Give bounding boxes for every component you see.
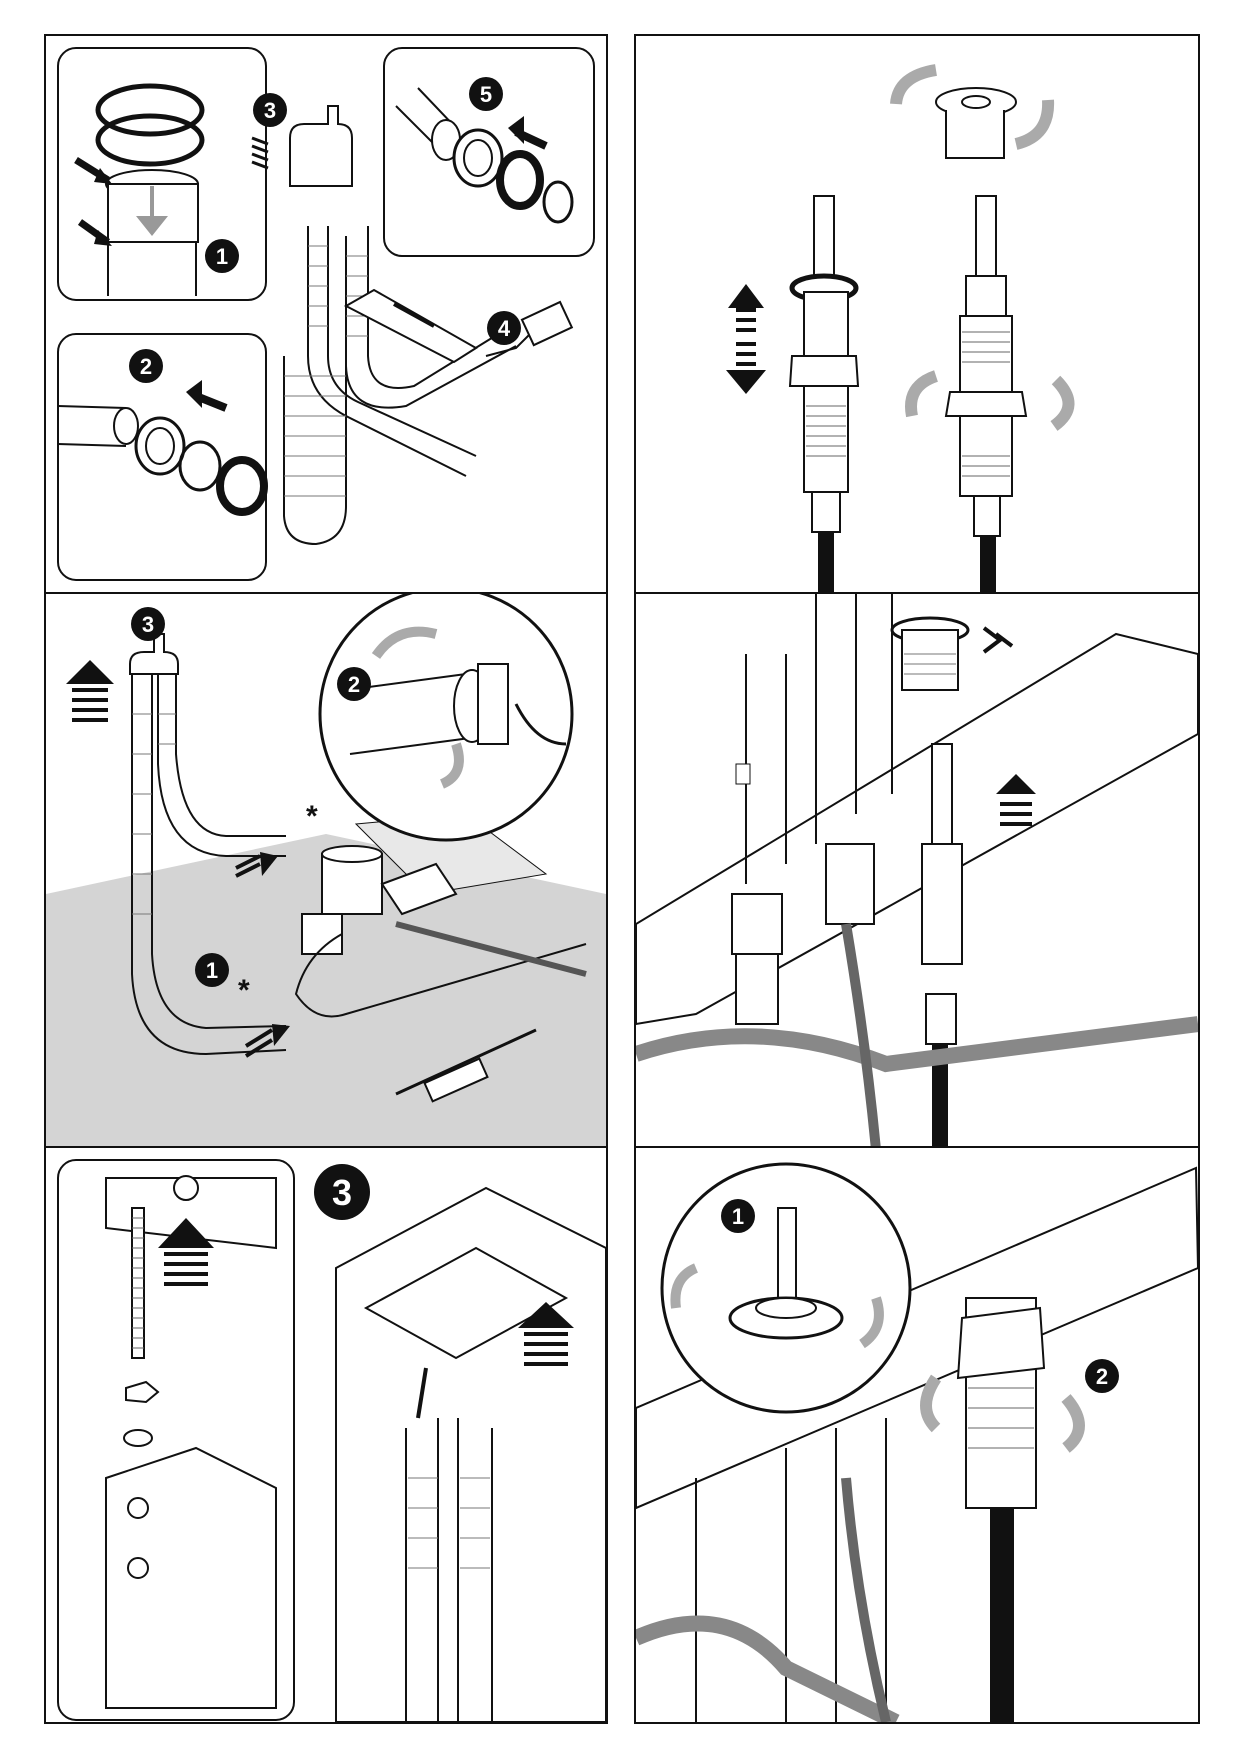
- svg-text:3: 3: [264, 98, 276, 123]
- svg-text:4: 4: [498, 316, 511, 341]
- rotate-arrow-icon: [920, 1374, 942, 1433]
- svg-text:1: 1: [732, 1204, 744, 1229]
- arrow-icon: [66, 660, 114, 684]
- step-badge-3: 3: [253, 93, 287, 127]
- final-tightening-illustration: 1 2: [636, 1162, 1198, 1722]
- threaded-rod-mount-illustration: 3: [57, 1159, 606, 1722]
- drain-connection-illustration: 1 2 3 * *: [46, 594, 606, 1150]
- svg-text:1: 1: [216, 244, 228, 269]
- step-badge-1: 1: [195, 953, 229, 987]
- rotate-arrow-icon: [1061, 1394, 1085, 1453]
- detail-circle: [318, 594, 574, 842]
- rotate-arrow-icon: [670, 1263, 699, 1309]
- rotate-arrow-icon: [1050, 375, 1075, 431]
- asterisk-icon: *: [238, 974, 250, 1007]
- step-badge-4: 4: [487, 311, 521, 345]
- arrow-icon: [728, 284, 764, 308]
- svg-text:1: 1: [206, 958, 218, 983]
- step-badge-1: 1: [205, 239, 239, 273]
- panel-hose-assembly: 1 2 3 4 5: [44, 34, 608, 598]
- rod-assembly-illustration: [726, 64, 1075, 596]
- step-badge-2: 2: [129, 349, 163, 383]
- rotate-arrow-icon: [890, 64, 938, 105]
- step-badge-1: 1: [721, 1199, 755, 1233]
- panel-rod-insertion: [634, 592, 1200, 1152]
- svg-text:3: 3: [332, 1172, 352, 1213]
- step-badge-2: 2: [337, 667, 371, 701]
- step-badge-5: 5: [469, 77, 503, 111]
- rotate-arrow-icon: [1014, 99, 1055, 150]
- arrow-icon: [996, 774, 1036, 794]
- arrow-icon: [518, 1302, 574, 1328]
- panel-threaded-rod-mount: 3: [44, 1146, 608, 1724]
- utility-knife-icon: [343, 288, 478, 364]
- svg-text:5: 5: [480, 82, 492, 107]
- rotate-arrow-icon: [439, 742, 464, 789]
- step-badge-3: 3: [131, 607, 165, 641]
- arrow-icon: [186, 380, 202, 408]
- panel-final-tightening: 1 2: [634, 1146, 1200, 1724]
- arrow-icon: [726, 370, 766, 394]
- arrow-icon: [982, 626, 1014, 654]
- rotate-arrow-icon: [371, 626, 438, 659]
- hose-assembly-illustration: 1 2 3 4 5: [57, 47, 595, 581]
- arrow-icon: [136, 186, 168, 236]
- svg-text:2: 2: [1096, 1364, 1108, 1389]
- step-badge-2: 2: [1085, 1359, 1119, 1393]
- asterisk-icon: *: [306, 800, 318, 833]
- arrow-icon: [158, 1218, 214, 1248]
- step-badge-3: 3: [314, 1164, 370, 1220]
- panel-rod-assembly: [634, 34, 1200, 598]
- svg-text:2: 2: [348, 672, 360, 697]
- svg-text:2: 2: [140, 354, 152, 379]
- rotate-arrow-icon: [858, 1296, 884, 1349]
- panel-drain-connection: 1 2 3 * *: [44, 592, 608, 1152]
- arrow-icon: [508, 116, 524, 144]
- rotate-arrow-icon: [905, 370, 939, 418]
- svg-text:3: 3: [142, 612, 154, 637]
- rod-insertion-illustration: [636, 594, 1198, 1150]
